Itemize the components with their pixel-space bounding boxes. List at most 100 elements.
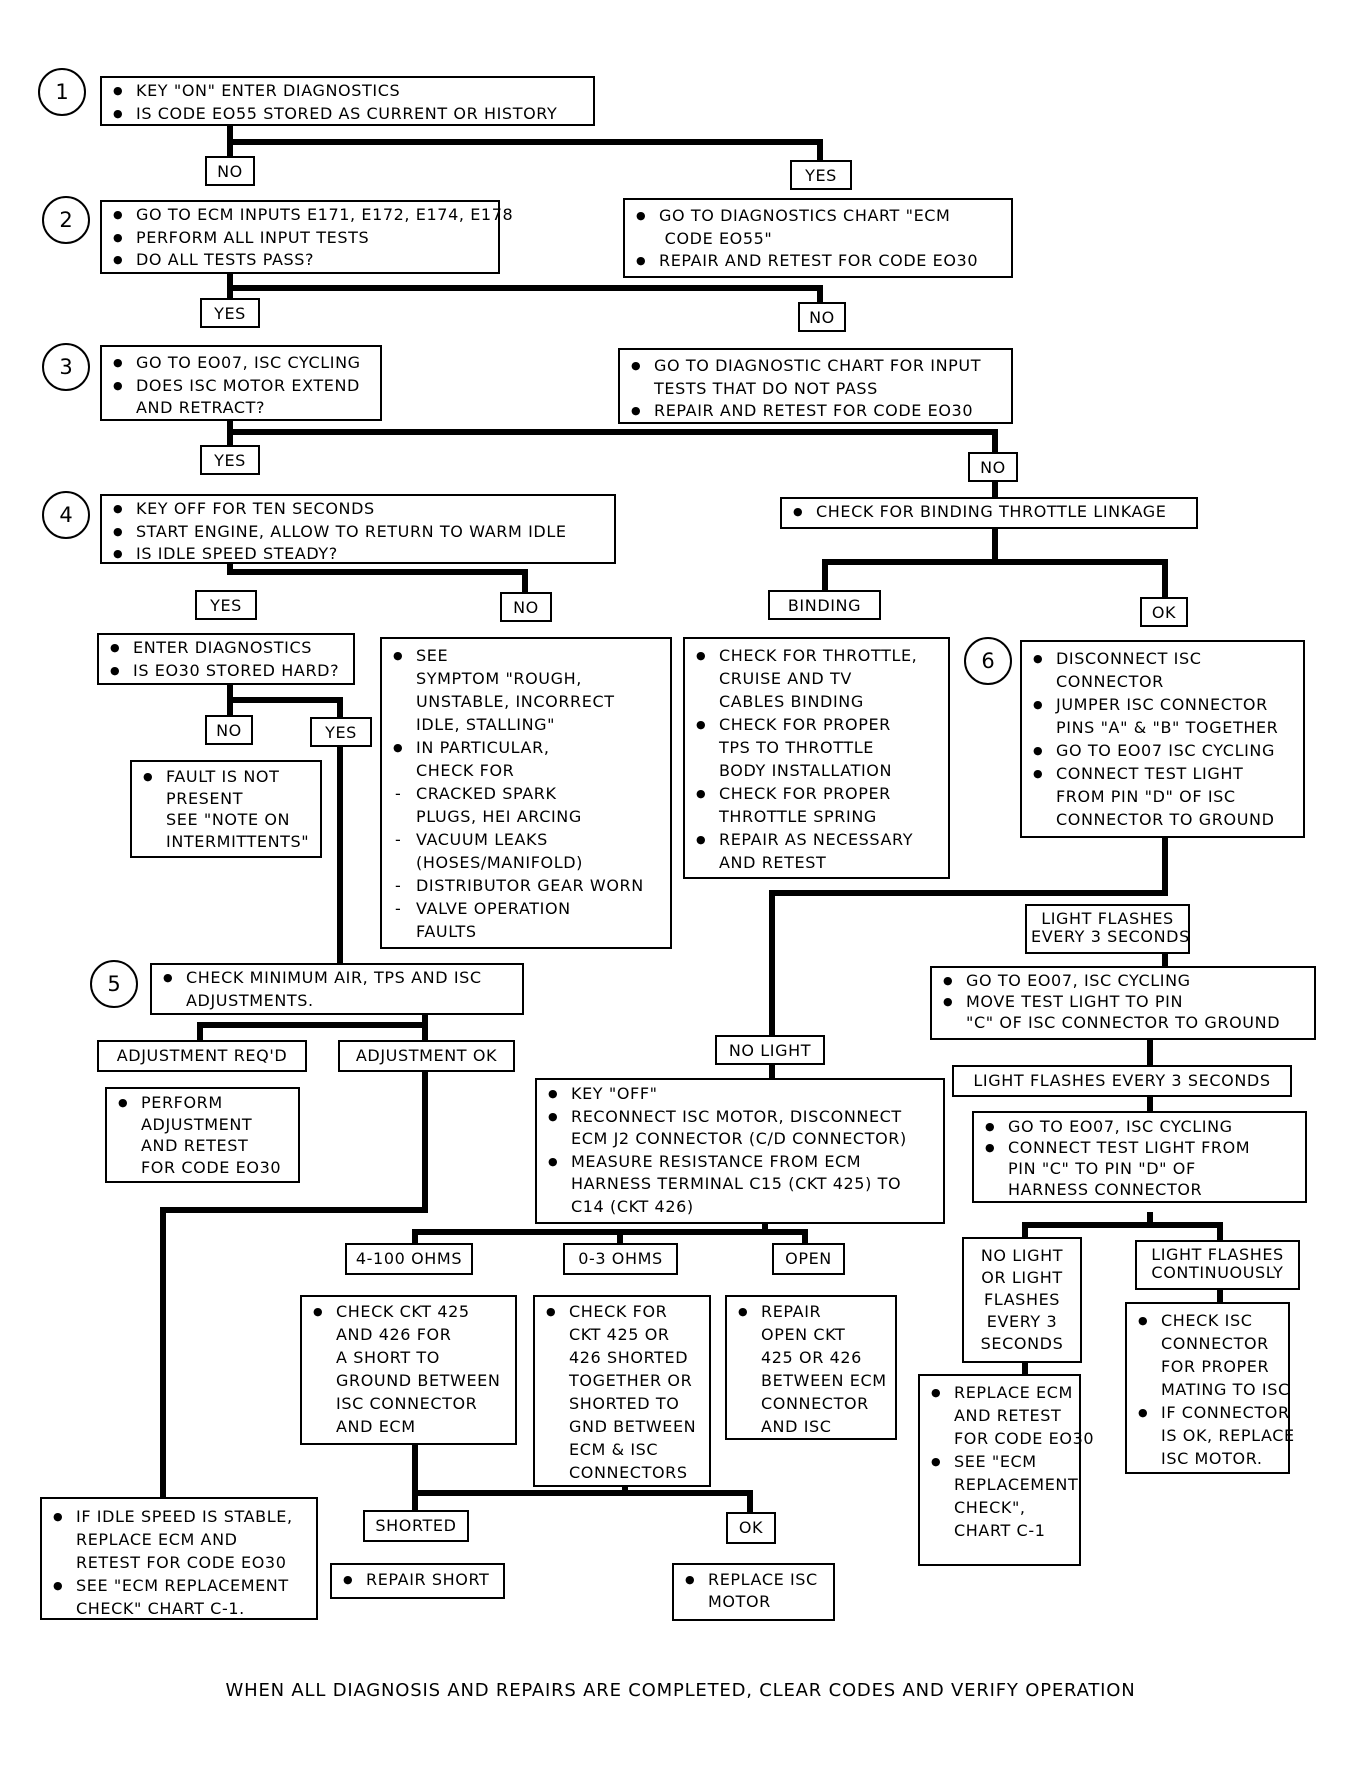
bullet-item: CONNECT TEST LIGHT FROM PIN "D" OF ISC C… <box>1030 762 1295 831</box>
step-number-5: 5 <box>90 960 138 1008</box>
branch-label-no: NO <box>205 156 255 186</box>
step-number-1: 1 <box>38 68 86 116</box>
bullet-item: CHECK FOR PROPER THROTTLE SPRING <box>693 782 940 828</box>
bullet-item: CHECK CKT 425 AND 426 FOR A SHORT TO GRO… <box>310 1300 507 1438</box>
check-isc-connector-box: CHECK ISC CONNECTOR FOR PROPER MATING TO… <box>1125 1302 1294 1474</box>
bullet-item: DISCONNECT ISC CONNECTOR <box>1030 647 1295 693</box>
branch-label-4-100-ohms: 4-100 OHMS <box>345 1243 473 1275</box>
branch-label-flashes-continuously: LIGHT FLASHES CONTINUOUSLY <box>1135 1240 1300 1290</box>
bullet-item: CHECK ISC CONNECTOR FOR PROPER MATING TO… <box>1135 1309 1289 1401</box>
branch-label-yes: YES <box>310 717 372 747</box>
bullet-item: GO TO ECM INPUTS E171, E172, E174, E178 <box>110 204 513 227</box>
bullet-item: IF CONNECTOR IS OK, REPLACE ISC MOTOR. <box>1135 1401 1294 1470</box>
symptom-line: IN PARTICULAR, CHECK FOR <box>390 736 662 782</box>
branch-label-ok: OK <box>726 1512 776 1544</box>
bullet-item: REPLACE ISC MOTOR <box>682 1569 825 1613</box>
bullet-item: KEY "OFF" <box>545 1083 935 1106</box>
bullet-item: GO TO EO07 ISC CYCLING <box>1030 739 1295 762</box>
move-test-light-box: GO TO EO07, ISC CYCLINGMOVE TEST LIGHT T… <box>930 966 1316 1040</box>
bullet-item: GO TO DIAGNOSTICS CHART "ECM CODE EO55" <box>633 205 1003 250</box>
bullet-item: PERFORM ALL INPUT TESTS <box>110 227 490 250</box>
branch-label-yes: YES <box>790 160 852 190</box>
branch-label-yes: YES <box>195 590 257 620</box>
symptom-dash-item: VACUUM LEAKS (HOSES/MANIFOLD) <box>390 828 662 874</box>
footer-note: WHEN ALL DIAGNOSIS AND REPAIRS ARE COMPL… <box>225 1680 1136 1701</box>
bullet-item: KEY "ON" ENTER DIAGNOSTICS <box>110 80 585 103</box>
bullet-item: ENTER DIAGNOSTICS <box>107 637 345 660</box>
bullet-item: JUMPER ISC CONNECTOR PINS "A" & "B" TOGE… <box>1030 693 1295 739</box>
branch-label-no-light: NO LIGHT <box>715 1035 825 1065</box>
bullet-item: CHECK FOR PROPER TPS TO THROTTLE BODY IN… <box>693 713 940 782</box>
symptom-box: SEE SYMPTOM "ROUGH, UNSTABLE, INCORRECT … <box>380 637 672 949</box>
bullet-item: REPAIR AND RETEST FOR CODE EO30 <box>633 250 1003 273</box>
bullet-item: GO TO EO07, ISC CYCLING <box>940 970 1306 991</box>
branch-label-no: NO <box>205 715 253 745</box>
branch-label-ok: OK <box>1140 597 1188 627</box>
bullet-item: IS EO30 STORED HARD? <box>107 660 345 683</box>
symptom-dash-item: DISTRIBUTOR GEAR WORN <box>390 874 662 897</box>
bullet-item: REPAIR AND RETEST FOR CODE EO30 <box>628 400 1003 423</box>
bullet-item: GO TO EO07, ISC CYCLING <box>110 352 372 375</box>
bullet-item: REPAIR SHORT <box>340 1569 495 1592</box>
step-number-2: 2 <box>42 196 90 244</box>
bullet-item: SEE "ECM REPLACEMENT CHECK", CHART C-1 <box>928 1450 1078 1542</box>
step-3-box: GO TO EO07, ISC CYCLINGDOES ISC MOTOR EX… <box>100 345 382 421</box>
bullet-item: SEE "ECM REPLACEMENT CHECK" CHART C-1. <box>50 1574 308 1620</box>
harness-connector-box: GO TO EO07, ISC CYCLINGCONNECT TEST LIGH… <box>972 1111 1307 1203</box>
branch-label-adjustment-ok: ADJUSTMENT OK <box>338 1040 515 1072</box>
bullet-item: CONNECT TEST LIGHT FROM PIN "C" TO PIN "… <box>982 1137 1297 1200</box>
bullet-item: CHECK FOR BINDING THROTTLE LINKAGE <box>790 501 1188 524</box>
branch-label-no: NO <box>798 302 846 332</box>
step-4-box: KEY OFF FOR TEN SECONDSSTART ENGINE, ALL… <box>100 494 616 566</box>
bullet-item: REPAIR OPEN CKT 425 OR 426 BETWEEN ECM C… <box>735 1300 887 1438</box>
idle-stable-box: IF IDLE SPEED IS STABLE, REPLACE ECM AND… <box>40 1497 318 1620</box>
branch-label-0-3-ohms: 0-3 OHMS <box>563 1243 678 1275</box>
bullet-item: CHECK FOR CKT 425 OR 426 SHORTED TOGETHE… <box>543 1300 701 1484</box>
symptom-dash-item: CRACKED SPARK PLUGS, HEI ARCING <box>390 782 662 828</box>
bullet-item: PERFORM ADJUSTMENT AND RETEST FOR CODE E… <box>115 1092 290 1178</box>
measure-resistance-box: KEY "OFF"RECONNECT ISC MOTOR, DISCONNECT… <box>535 1078 945 1224</box>
step-number-4: 4 <box>42 491 90 539</box>
step-5-box: CHECK MINIMUM AIR, TPS AND ISC ADJUSTMEN… <box>150 963 524 1015</box>
bullet-item: GO TO EO07, ISC CYCLING <box>982 1116 1297 1137</box>
branch-label-no: NO <box>968 452 1018 482</box>
branch-label-light-flashes: LIGHT FLASHES EVERY 3 SECONDS <box>1025 904 1190 954</box>
step-number-6: 6 <box>964 637 1012 685</box>
bullet-item: MOVE TEST LIGHT TO PIN "C" OF ISC CONNEC… <box>940 991 1306 1033</box>
throttle-linkage-box: CHECK FOR BINDING THROTTLE LINKAGE <box>780 497 1198 529</box>
bullet-item: IS IDLE SPEED STEADY? <box>110 543 606 566</box>
short-to-ground-box: CHECK CKT 425 AND 426 FOR A SHORT TO GRO… <box>300 1295 517 1445</box>
bullet-item: GO TO DIAGNOSTIC CHART FOR INPUT TESTS T… <box>628 355 1003 400</box>
branch-label-shorted: SHORTED <box>363 1510 469 1542</box>
branch-label-yes: YES <box>200 445 260 475</box>
input-tests-box: GO TO DIAGNOSTIC CHART FOR INPUT TESTS T… <box>618 348 1013 424</box>
step-2-box: GO TO ECM INPUTS E171, E172, E174, E178P… <box>100 200 513 274</box>
branch-label-yes: YES <box>200 298 260 328</box>
branch-label-binding: BINDING <box>768 590 881 620</box>
bullet-item: CHECK FOR THROTTLE, CRUISE AND TV CABLES… <box>693 644 940 713</box>
bullet-item: KEY OFF FOR TEN SECONDS <box>110 498 606 521</box>
step-1-box: KEY "ON" ENTER DIAGNOSTICSIS CODE EO55 S… <box>100 76 595 126</box>
fault-not-present-box: FAULT IS NOT PRESENT SEE "NOTE ON INTERM… <box>130 760 322 858</box>
branch-label-no-light-or-flashes: NO LIGHT OR LIGHT FLASHES EVERY 3 SECOND… <box>962 1237 1082 1363</box>
bullet-item: CHECK MINIMUM AIR, TPS AND ISC ADJUSTMEN… <box>160 967 514 1012</box>
perform-adjustment-box: PERFORM ADJUSTMENT AND RETEST FOR CODE E… <box>105 1087 300 1183</box>
symptom-line: SEE SYMPTOM "ROUGH, UNSTABLE, INCORRECT … <box>390 644 662 736</box>
bullet-item: DOES ISC MOTOR EXTEND AND RETRACT? <box>110 375 372 420</box>
replace-ecm-box: REPLACE ECM AND RETEST FOR CODE EO30SEE … <box>918 1374 1094 1566</box>
bullet-item: START ENGINE, ALLOW TO RETURN TO WARM ID… <box>110 521 606 544</box>
bullet-item: REPAIR AS NECESSARY AND RETEST <box>693 828 940 874</box>
step-6-box: DISCONNECT ISC CONNECTORJUMPER ISC CONNE… <box>1020 640 1305 838</box>
ecm-code-eo55-box: GO TO DIAGNOSTICS CHART "ECM CODE EO55"R… <box>623 198 1013 278</box>
bullet-item: REPLACE ECM AND RETEST FOR CODE EO30 <box>928 1381 1094 1450</box>
bullet-item: FAULT IS NOT PRESENT SEE "NOTE ON INTERM… <box>140 766 312 852</box>
branch-label-no: NO <box>500 592 552 622</box>
enter-diagnostics-box: ENTER DIAGNOSTICSIS EO30 STORED HARD? <box>97 633 355 685</box>
shorted-together-box: CHECK FOR CKT 425 OR 426 SHORTED TOGETHE… <box>533 1295 711 1487</box>
repair-open-box: REPAIR OPEN CKT 425 OR 426 BETWEEN ECM C… <box>725 1295 897 1440</box>
symptom-dash-item: VALVE OPERATION FAULTS <box>390 897 662 943</box>
binding-checks-box: CHECK FOR THROTTLE, CRUISE AND TV CABLES… <box>683 637 950 879</box>
bullet-item: RECONNECT ISC MOTOR, DISCONNECT ECM J2 C… <box>545 1106 935 1151</box>
